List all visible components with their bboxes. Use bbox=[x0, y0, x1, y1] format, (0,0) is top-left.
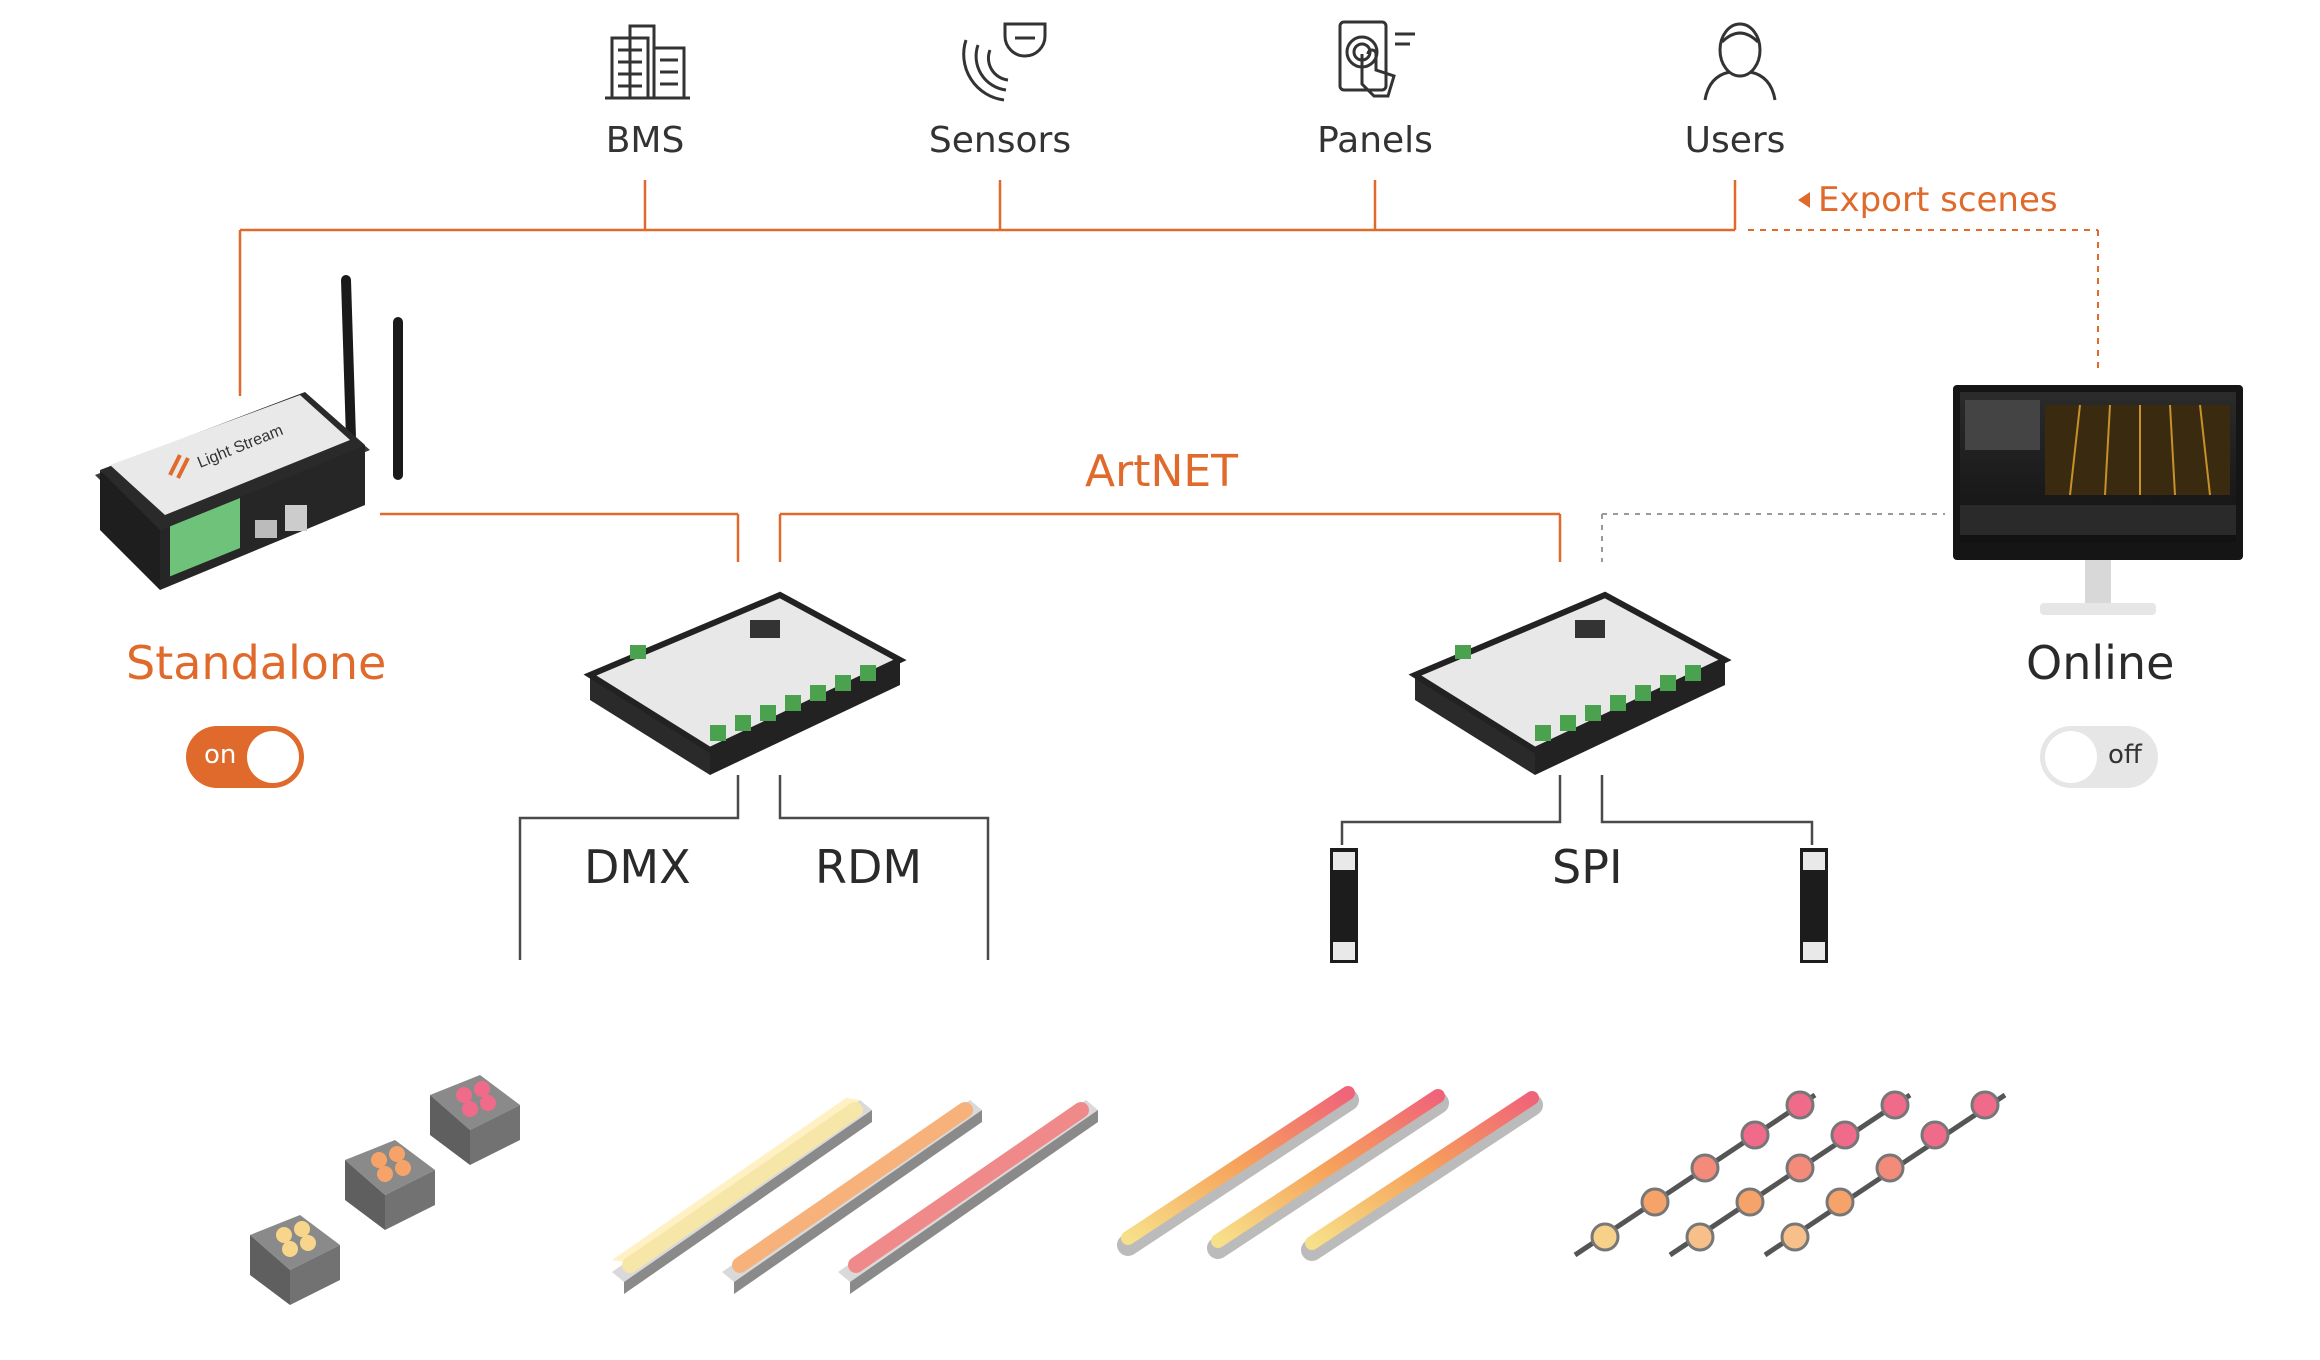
spi-label: SPI bbox=[1552, 840, 1623, 894]
toggle-knob bbox=[247, 731, 299, 783]
pixel-dot-fixtures bbox=[1573, 1090, 2007, 1258]
toggle-knob bbox=[2045, 731, 2097, 783]
motion-sensor-icon bbox=[962, 22, 1047, 102]
control-bus bbox=[238, 180, 1737, 562]
dmx-label: DMX bbox=[584, 840, 691, 894]
converter-device-left bbox=[583, 591, 907, 775]
online-toggle[interactable]: off bbox=[2040, 726, 2158, 788]
artnet-label: ArtNET bbox=[1085, 446, 1239, 497]
online-label: Online bbox=[2026, 636, 2175, 690]
export-scenes-label: Export scenes bbox=[1818, 180, 2058, 220]
user-icon bbox=[1703, 22, 1777, 101]
monitor bbox=[1953, 385, 2243, 615]
neon-strip-fixtures bbox=[1117, 1086, 1543, 1261]
standalone-toggle[interactable]: on bbox=[186, 726, 304, 788]
standalone-label: Standalone bbox=[126, 636, 387, 690]
spi-lines bbox=[1340, 775, 1814, 845]
export-arrow-icon bbox=[1798, 192, 1810, 208]
floodlight-fixtures bbox=[250, 1075, 520, 1305]
converter-device-right bbox=[1408, 591, 1732, 775]
input-label-sensors: Sensors bbox=[928, 120, 1072, 161]
dmx-rdm-lines bbox=[518, 775, 990, 960]
rdm-label: RDM bbox=[815, 840, 923, 894]
input-label-users: Users bbox=[1684, 120, 1786, 161]
player-device: Light Stream bbox=[95, 275, 403, 590]
spi-module-right bbox=[1800, 848, 1828, 963]
online-toggle-text: off bbox=[2108, 740, 2142, 770]
input-label-panels: Panels bbox=[1317, 120, 1433, 161]
spi-module-left bbox=[1330, 848, 1358, 963]
standalone-toggle-text: on bbox=[204, 740, 237, 770]
export-dashed-line bbox=[1748, 229, 2099, 372]
wallwasher-fixtures bbox=[612, 1098, 1098, 1294]
online-dashed-line bbox=[1601, 513, 1945, 562]
touch-panel-icon bbox=[1338, 20, 1415, 98]
input-label-bms: BMS bbox=[605, 120, 685, 161]
building-icon bbox=[605, 24, 690, 100]
